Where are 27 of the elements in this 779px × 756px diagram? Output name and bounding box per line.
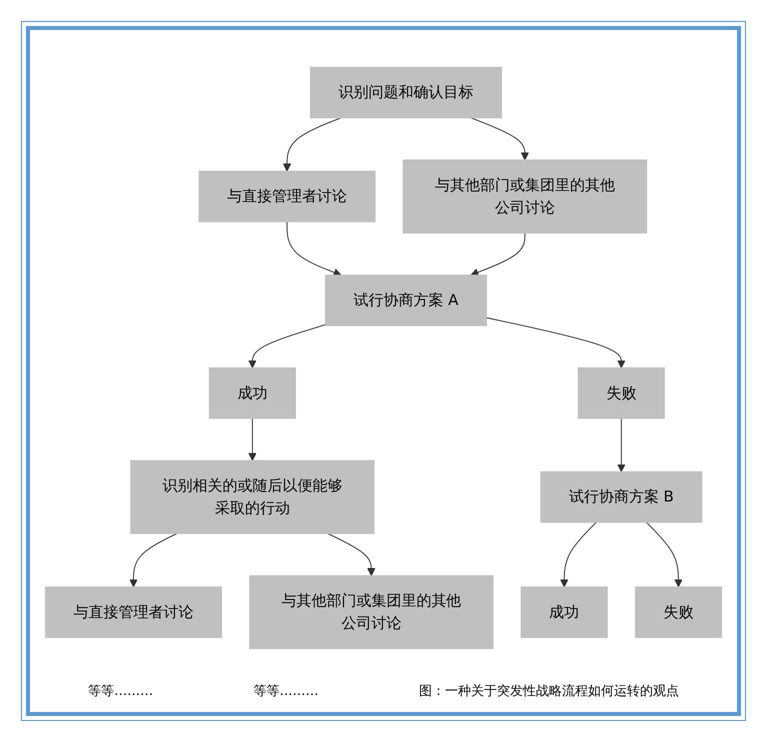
figure-caption: 图：一种关于突发性战略流程如何运转的观点 [418,683,679,700]
node-box: 成功 [520,586,608,638]
arrow [327,533,376,576]
node-box: 失败 [578,367,665,419]
arrow [470,117,529,160]
arrow [129,533,178,588]
note-text: 等等……… [88,683,154,700]
arrow [617,418,626,472]
arrow [646,522,683,588]
node-box: 与直接管理者讨论 [45,586,222,638]
node-box: 失败 [634,586,722,638]
note-text: 等等……… [253,683,318,700]
arrow [560,522,597,588]
arrow [282,117,342,172]
node-box: 与其他部门或集团里的其他公司讨论 [249,575,494,650]
node-box: 与直接管理者讨论 [198,170,376,222]
node-box: 试行协商方案 A [324,274,487,326]
node-box: 识别问题和确认目标 [310,66,502,118]
node-box: 识别相关的或随后以便能够采取的行动 [130,460,375,534]
node-box: 成功 [208,367,296,419]
arrow [248,324,326,368]
arrow [286,221,342,276]
arrow [248,418,257,461]
node-box: 试行协商方案 B [540,471,702,523]
arrow [486,317,626,368]
arrow [470,232,526,276]
node-box: 与其他部门或集团里的其他公司讨论 [402,160,648,234]
